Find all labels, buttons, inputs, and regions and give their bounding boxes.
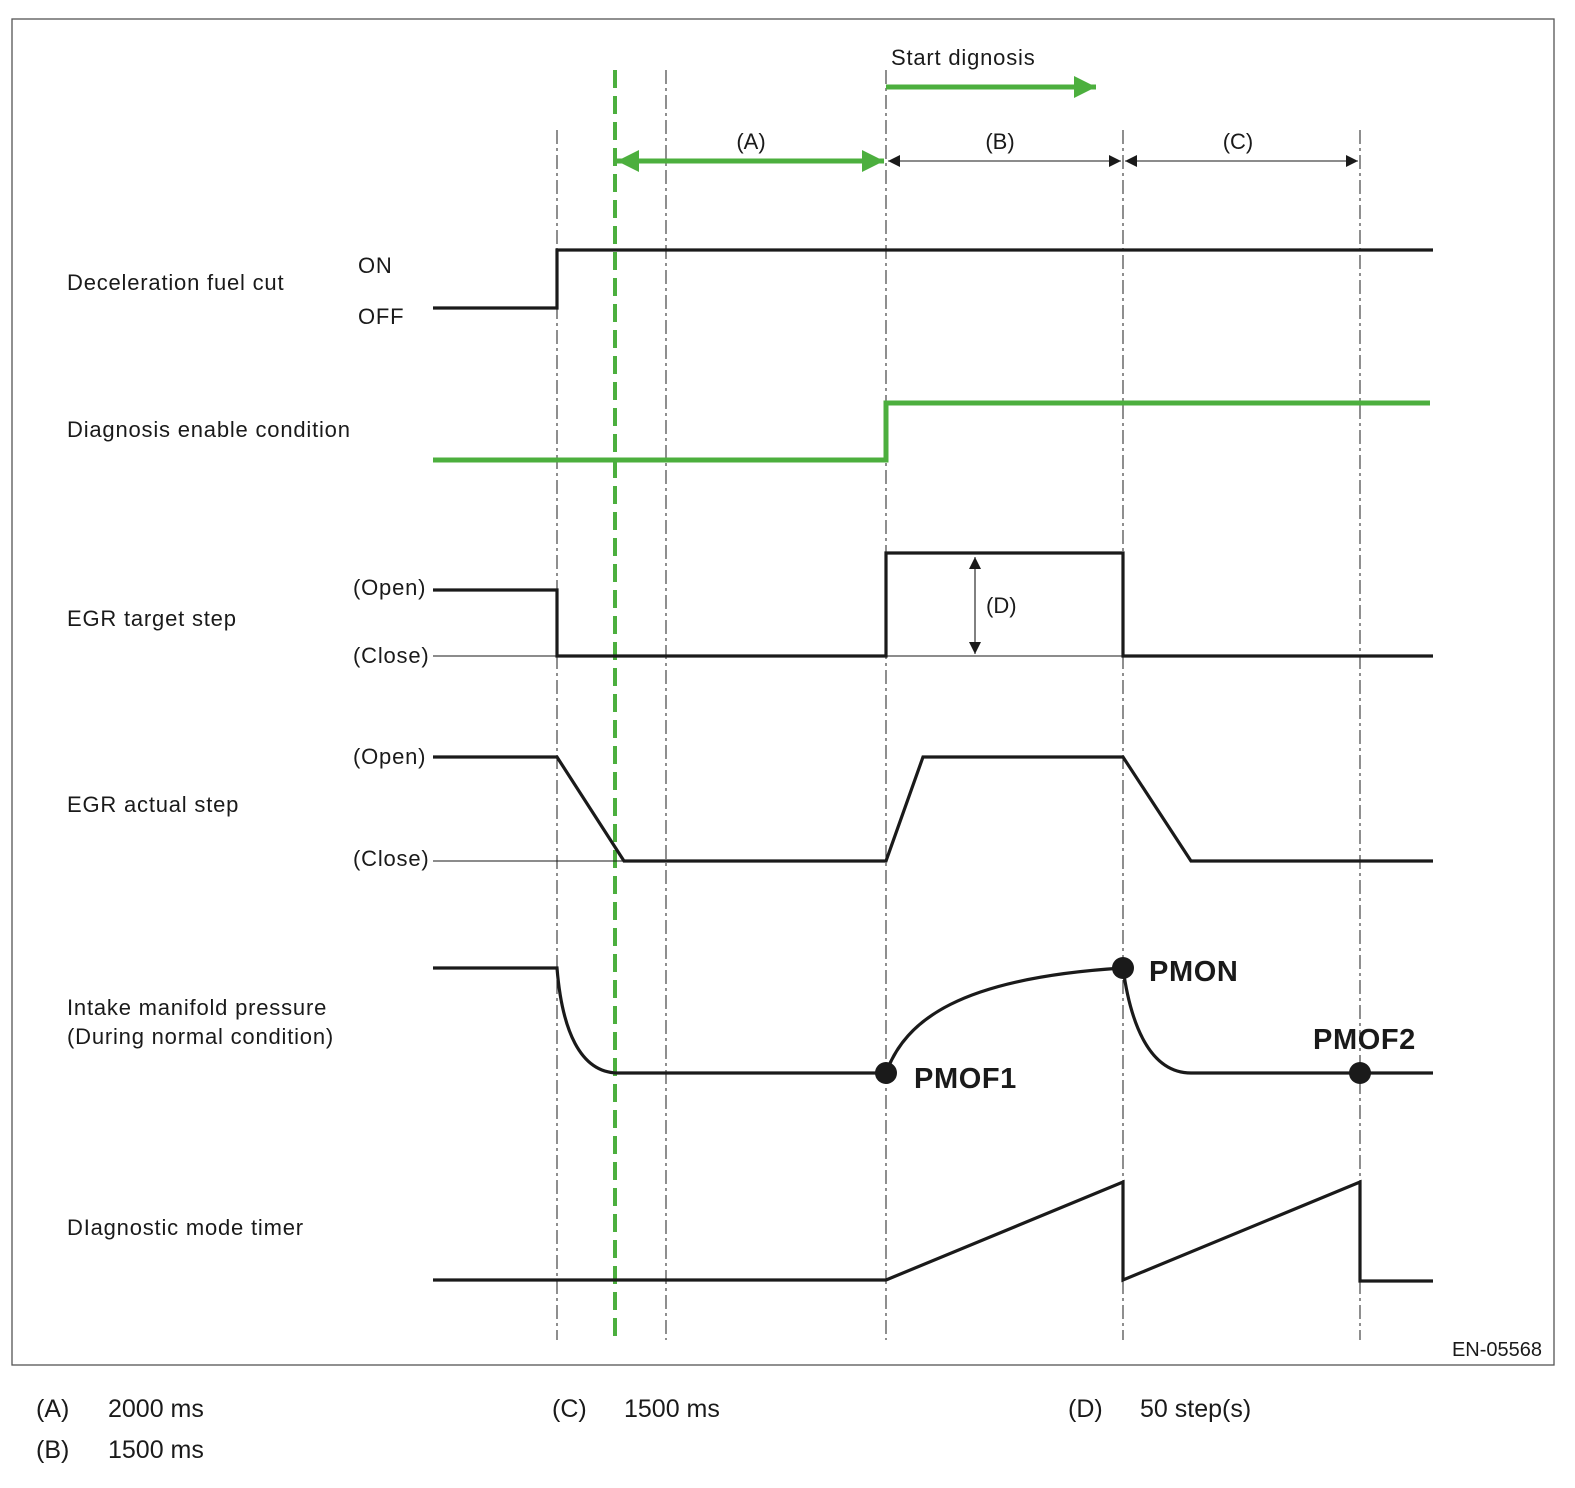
pmon-point <box>1112 957 1134 979</box>
step-d-label: (D) <box>986 593 1017 618</box>
intake-label-line1: Intake manifold pressure <box>67 995 327 1020</box>
figure-code: EN-05568 <box>1452 1339 1542 1361</box>
egr-actual-signal <box>433 755 1433 863</box>
legend-c: (C) 1500 ms <box>552 1395 720 1424</box>
legend-c-key: (C) <box>552 1395 587 1423</box>
timing-diagram: Start dignosis (A) (B) (C) Deceleration … <box>11 18 1555 1366</box>
fuel-cut-off-label: OFF <box>358 304 404 329</box>
diag-enable-signal <box>433 400 1430 463</box>
segment-c-label: (C) <box>1223 129 1254 154</box>
legend-a: (A) 2000 ms <box>36 1395 204 1424</box>
segment-a-label: (A) <box>736 129 765 154</box>
fuel-cut-on-label: ON <box>358 253 393 278</box>
legend-b-key: (B) <box>36 1436 70 1464</box>
legend-d-value: 50 step(s) <box>1140 1395 1252 1423</box>
intake-label-line2: (During normal condition) <box>67 1024 334 1049</box>
timer-label: DIagnostic mode timer <box>67 1215 304 1240</box>
egr-actual-close-label: (Close) <box>353 846 430 871</box>
legend-c-value: 1500 ms <box>624 1395 720 1423</box>
pmof1-label: PMOF1 <box>914 1063 1017 1095</box>
start-diagnosis-label: Start dignosis <box>891 45 1036 70</box>
egr-actual-open-label: (Open) <box>353 744 426 769</box>
egr-target-label: EGR target step <box>67 606 237 631</box>
timer-signal <box>433 1179 1433 1283</box>
pmof1-point <box>875 1062 897 1084</box>
legend-a-key: (A) <box>36 1395 70 1423</box>
pmof2-point <box>1349 1062 1371 1084</box>
fuel-cut-signal <box>433 248 1433 310</box>
legend-d: (D) 50 step(s) <box>1068 1395 1251 1424</box>
fuel-cut-label: Deceleration fuel cut <box>67 270 284 295</box>
legend-d-key: (D) <box>1068 1395 1103 1423</box>
legend-b: (B) 1500 ms <box>36 1436 204 1465</box>
diagram-frame <box>11 18 1555 1366</box>
egr-target-open-label: (Open) <box>353 575 426 600</box>
intake-pressure-signal <box>433 966 1433 1075</box>
legend-b-value: 1500 ms <box>108 1436 204 1464</box>
segment-b-label: (B) <box>985 129 1014 154</box>
egr-actual-label: EGR actual step <box>67 792 239 817</box>
egr-target-signal <box>433 551 1433 658</box>
egr-target-close-label: (Close) <box>353 643 430 668</box>
diag-enable-label: Diagnosis enable condition <box>67 417 351 442</box>
legend-a-value: 2000 ms <box>108 1395 204 1423</box>
pmon-label: PMON <box>1149 956 1238 988</box>
pmof2-label: PMOF2 <box>1313 1024 1416 1056</box>
